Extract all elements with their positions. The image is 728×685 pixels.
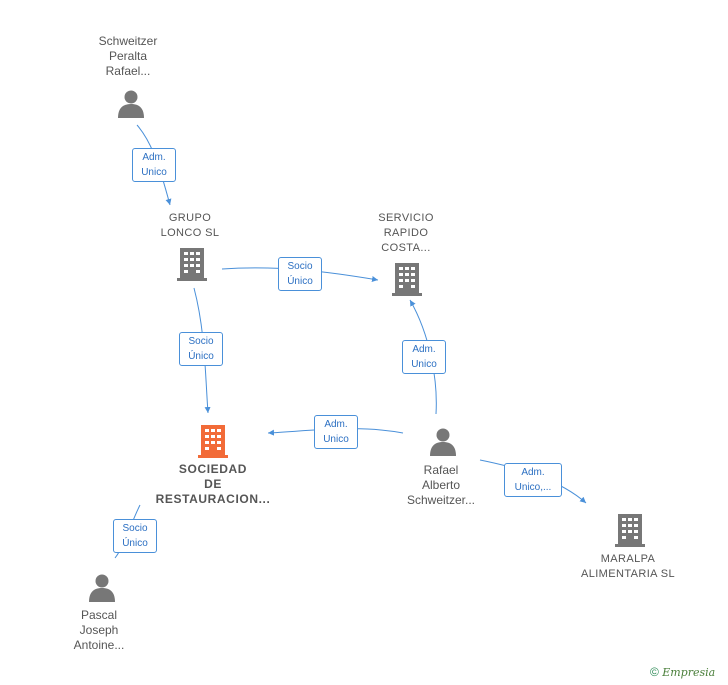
label-line: Rafael... [105,64,151,78]
edge-label-socio-unico[interactable]: Socio Único [278,257,322,291]
label-line: Alberto [421,478,461,492]
edge-label-line: Socio [122,523,148,534]
edge-label-line: Unico,... [514,482,552,493]
edge-label-adm-unico[interactable]: Adm. Unico [132,148,176,182]
label-line: ALIMENTARIA SL [580,568,676,580]
edge-label-line: Adm. [412,344,436,355]
edge-label-line: Adm. [521,467,545,478]
label-line: Antoine... [73,638,125,652]
edge-label-line: Único [188,351,214,362]
edge-label-adm-unico-more[interactable]: Adm. Unico,... [504,463,562,497]
node-label-schweitzer-peralta[interactable]: Schweitzer Peralta Rafael... [78,34,178,79]
building-icon[interactable] [614,512,646,548]
node-label-sociedad[interactable]: SOCIEDAD DE RESTAURACION... [133,462,293,507]
label-line: Schweitzer [98,34,158,48]
building-icon[interactable] [391,261,423,297]
label-line: DE [204,477,222,491]
node-label-pascal[interactable]: Pascal Joseph Antoine... [49,608,149,653]
edge-label-socio-unico[interactable]: Socio Único [113,519,157,553]
person-icon[interactable] [116,88,146,118]
person-icon[interactable] [87,572,117,602]
label-line: Schweitzer... [406,493,476,507]
label-line: LONCO SL [160,227,220,239]
label-line: Rafael [423,463,459,477]
edge-label-socio-unico[interactable]: Socio Único [179,332,223,366]
label-line: COSTA... [381,242,431,254]
label-line: GRUPO [168,212,212,224]
label-line: SOCIEDAD [178,462,248,476]
node-label-maralpa[interactable]: MARALPA ALIMENTARIA SL [568,552,688,582]
label-line: Peralta [108,49,148,63]
footer-brand: © Empresia [650,665,715,679]
node-label-servicio-rapido[interactable]: SERVICIO RAPIDO COSTA... [356,211,456,256]
building-icon[interactable] [176,246,208,282]
label-line: RAPIDO [383,227,429,239]
copyright-icon: © [650,665,659,679]
edge-label-line: Adm. [324,419,348,430]
label-line: SERVICIO [378,212,434,224]
edge-label-line: Unico [141,167,167,178]
label-line: MARALPA [600,553,656,565]
label-line: Pascal [80,608,118,622]
brand-logo: Empresia [662,666,716,679]
edge-label-line: Adm. [142,152,166,163]
node-label-rafael-alberto[interactable]: Rafael Alberto Schweitzer... [391,463,491,508]
person-icon[interactable] [428,426,458,456]
edge-label-line: Unico [411,359,437,370]
node-label-grupo-lonco[interactable]: GRUPO LONCO SL [140,211,240,241]
label-line: Joseph [79,623,119,637]
main-building-icon[interactable] [197,423,229,459]
edge-label-adm-unico[interactable]: Adm. Unico [314,415,358,449]
edge-label-line: Socio [188,336,214,347]
edge-label-adm-unico[interactable]: Adm. Unico [402,340,446,374]
edge-label-line: Único [287,276,313,287]
edge-label-line: Socio [287,261,313,272]
edge-label-line: Único [122,538,148,549]
edge-label-line: Unico [323,434,349,445]
label-line: RESTAURACION... [155,492,271,506]
